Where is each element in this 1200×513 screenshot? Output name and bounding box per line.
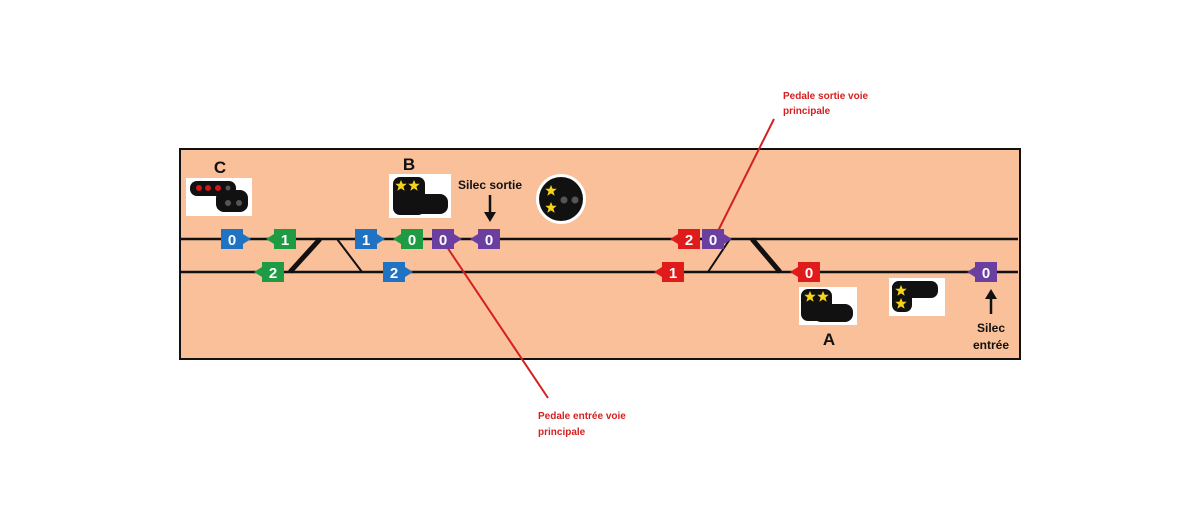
detector-marker-purple: 0 <box>470 229 500 249</box>
marker-number: 0 <box>982 265 990 282</box>
direction-arrow-icon <box>654 267 662 277</box>
direction-arrow-icon <box>377 234 385 244</box>
detector-marker-green: 0 <box>393 229 423 249</box>
track-panel <box>179 148 1021 360</box>
marker-number: 2 <box>685 232 693 249</box>
detector-marker-blue: 1 <box>355 229 385 249</box>
signal-c <box>186 178 252 216</box>
silec-sortie-label: Silec sortie <box>458 178 522 192</box>
round-signal <box>536 174 586 224</box>
signal-c-letter: C <box>214 158 226 177</box>
crossover-turnout-b <box>336 238 363 273</box>
signal-right <box>889 278 945 316</box>
pedale-entree-line-2: principale <box>538 427 586 438</box>
signal-b-letter: B <box>403 155 415 174</box>
pedale-sortie-line-1: Pedale sortie voie <box>783 91 868 102</box>
marker-number: 0 <box>439 232 447 249</box>
direction-arrow-icon <box>790 267 798 277</box>
direction-arrow-icon <box>470 234 478 244</box>
direction-arrow-icon <box>967 267 975 277</box>
detector-marker-red: 1 <box>654 262 684 282</box>
direction-arrow-icon <box>393 234 401 244</box>
marker-number: 1 <box>281 232 289 249</box>
detector-marker-green: 1 <box>266 229 296 249</box>
marker-number: 1 <box>669 265 677 282</box>
silec-entree-label-1: Silec <box>977 321 1005 335</box>
silec-sortie-arrow <box>484 195 496 222</box>
crossover-right <box>750 237 782 274</box>
marker-number: 2 <box>390 265 398 282</box>
pedale-entree-leader <box>444 243 549 399</box>
signal-a <box>799 287 857 325</box>
direction-arrow-icon <box>254 267 262 277</box>
marker-number: 0 <box>228 232 236 249</box>
pedale-sortie-leader <box>714 118 775 238</box>
signal-a-letter: A <box>823 330 835 349</box>
direction-arrow-icon <box>724 234 732 244</box>
direction-arrow-icon <box>454 234 462 244</box>
signal-c-lamp-red-2 <box>205 185 211 191</box>
direction-arrow-icon <box>405 267 413 277</box>
detector-marker-green: 2 <box>254 262 284 282</box>
signal-c-lamp-red-3 <box>215 185 221 191</box>
marker-number: 0 <box>485 232 493 249</box>
detector-marker-red: 2 <box>670 229 700 249</box>
marker-number: 0 <box>805 265 813 282</box>
silec-entree-label-2: entrée <box>973 338 1009 352</box>
pedale-entree-line-1: Pedale entrée voie <box>538 411 626 422</box>
crossover-left <box>288 237 322 274</box>
signal-b <box>389 174 451 218</box>
crossover-turnout-mid <box>707 238 731 273</box>
pedale-sortie-line-2: principale <box>783 106 831 117</box>
marker-number: 0 <box>709 232 717 249</box>
signal-c-lamp-red-1 <box>196 185 202 191</box>
marker-number: 1 <box>362 232 370 249</box>
detector-marker-blue: 0 <box>221 229 251 249</box>
silec-entree-arrow <box>985 289 997 314</box>
direction-arrow-icon <box>243 234 251 244</box>
detector-marker-purple: 0 <box>702 229 732 249</box>
detector-marker-purple: 0 <box>967 262 997 282</box>
direction-arrow-icon <box>266 234 274 244</box>
detector-marker-red: 0 <box>790 262 820 282</box>
detector-marker-blue: 2 <box>383 262 413 282</box>
detector-marker-purple: 0 <box>432 229 462 249</box>
marker-number: 0 <box>408 232 416 249</box>
marker-number: 2 <box>269 265 277 282</box>
direction-arrow-icon <box>670 234 678 244</box>
